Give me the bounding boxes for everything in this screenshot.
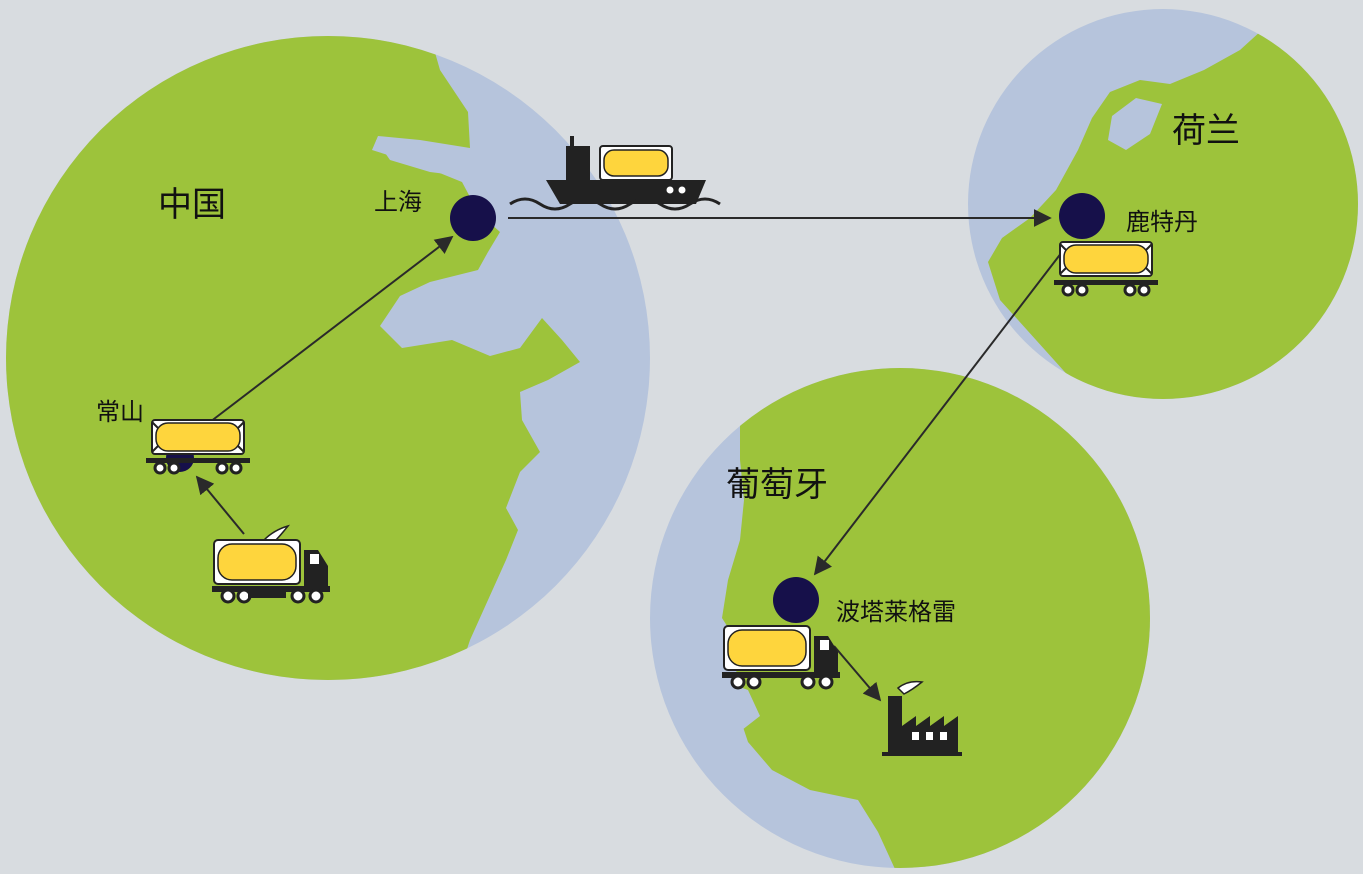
arrow-rotterdam-to-portalegre bbox=[813, 251, 1063, 576]
cargo-ship-icon bbox=[509, 136, 721, 211]
location-label-rotterdam: 鹿特丹 bbox=[1126, 208, 1198, 236]
arrow-changshan-to-shanghai bbox=[209, 235, 454, 423]
rotterdam-node bbox=[1059, 193, 1105, 239]
portugal-globe bbox=[650, 368, 1150, 868]
arrow-truck-to-changshan bbox=[195, 475, 245, 535]
netherlands-globe bbox=[968, 9, 1358, 399]
netherlands-landmass bbox=[988, 30, 1358, 399]
china-globe bbox=[6, 36, 650, 680]
location-label-portalegre: 波塔莱格雷 bbox=[836, 598, 956, 626]
location-label-changshan: 常山 bbox=[96, 398, 144, 426]
route-arrows bbox=[195, 209, 1063, 702]
factory-icon bbox=[882, 680, 962, 756]
region-label-portugal: 葡萄牙 bbox=[726, 465, 828, 505]
region-label-netherlands: 荷兰 bbox=[1172, 111, 1240, 151]
china-tank-truck-icon bbox=[210, 524, 332, 604]
portugal-landmass bbox=[722, 368, 1150, 868]
china-landmass bbox=[6, 36, 580, 680]
portalegre-node bbox=[773, 577, 819, 623]
location-label-shanghai: 上海 bbox=[374, 188, 422, 216]
shanghai-node bbox=[450, 195, 496, 241]
region-label-china: 中国 bbox=[158, 185, 226, 225]
arrow-truck-to-factory bbox=[833, 645, 882, 702]
